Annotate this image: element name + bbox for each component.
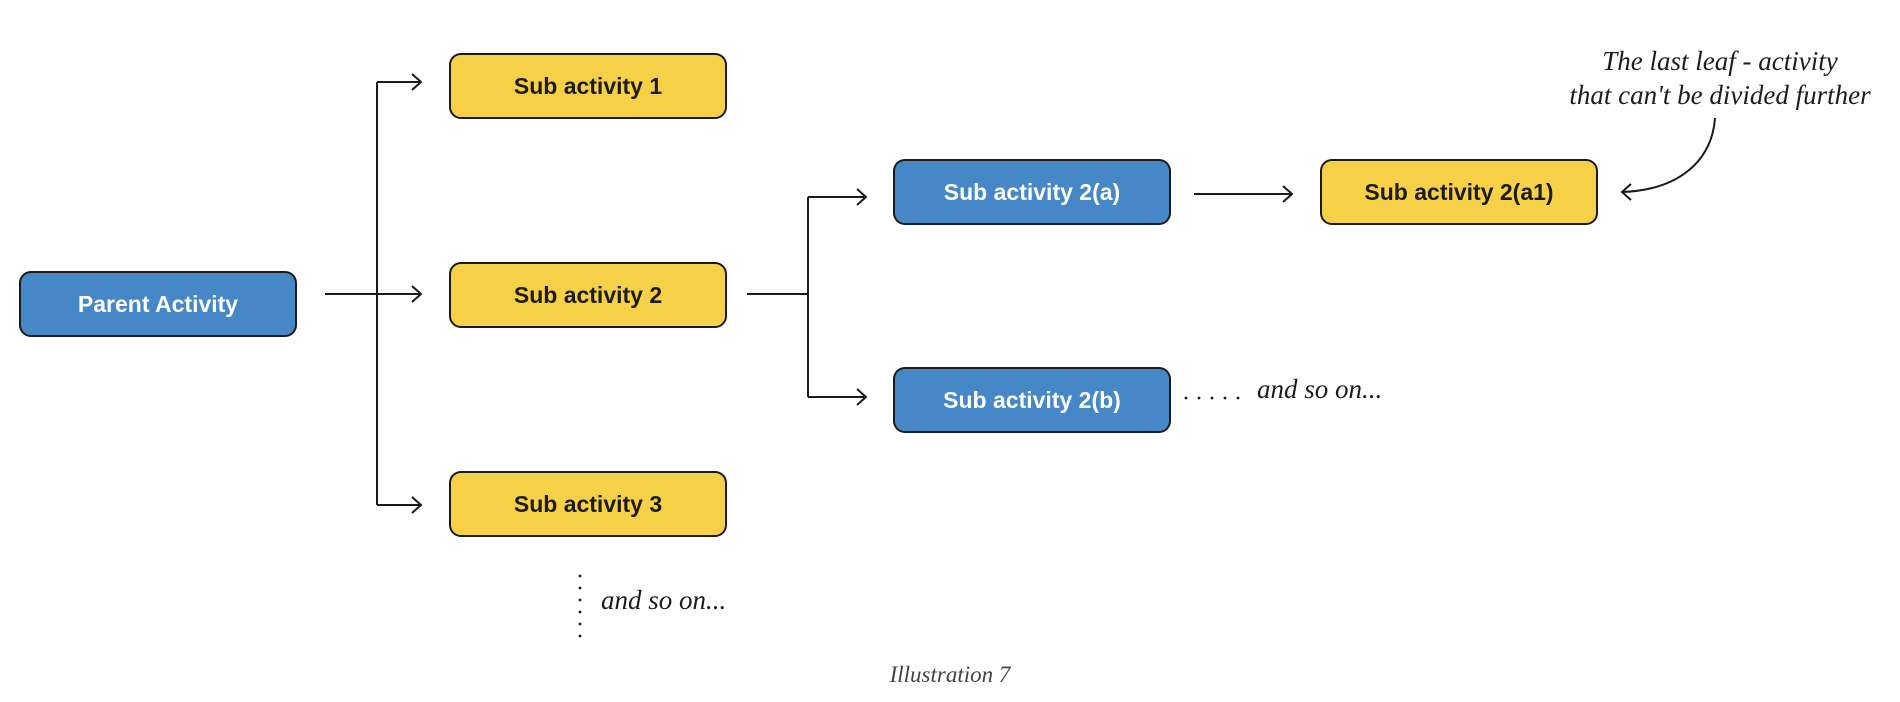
arrowhead-sub1 <box>411 73 423 91</box>
leaf-note-curved-arrow <box>1621 117 1716 193</box>
node-label: Sub activity 3 <box>513 490 663 517</box>
node-sub-activity-2a: Sub activity 2(a) <box>893 159 1171 225</box>
and-so-on-vertical-label: and so on... <box>601 585 727 615</box>
dotted-vertical-continuation <box>578 574 582 638</box>
node-sub-activity-2: Sub activity 2 <box>449 262 727 328</box>
arrowhead-sub2a1 <box>1282 185 1294 203</box>
leaf-annotation-line-1: The last leaf - activity <box>1602 46 1838 76</box>
node-sub-activity-1: Sub activity 1 <box>449 53 727 119</box>
node-parent-activity: Parent Activity <box>19 271 297 337</box>
arrowhead-sub3 <box>411 496 423 514</box>
node-label: Sub activity 2 <box>513 281 663 308</box>
arrowhead-sub2 <box>411 285 423 303</box>
node-label: Sub activity 1 <box>513 72 663 99</box>
leaf-annotation-line-2: that can't be divided further <box>1569 80 1871 110</box>
arrowhead-sub2b <box>856 388 868 406</box>
node-label: Sub activity 2(b) <box>943 386 1121 413</box>
dotted-horizontal-continuation <box>1184 396 1240 400</box>
leaf-annotation: The last leaf - activity that can't be d… <box>1545 44 1895 112</box>
node-label: Sub activity 2(a) <box>943 178 1121 205</box>
node-sub-activity-2b: Sub activity 2(b) <box>893 367 1171 433</box>
node-sub-activity-2a1: Sub activity 2(a1) <box>1320 159 1598 225</box>
node-label: Parent Activity <box>77 290 239 317</box>
leaf-note-arrowhead <box>1620 183 1632 201</box>
node-label: Sub activity 2(a1) <box>1364 178 1554 205</box>
arrowhead-sub2a <box>856 188 868 206</box>
figure-caption: Illustration 7 <box>889 662 1011 687</box>
and-so-on-horizontal-label: and so on... <box>1257 374 1383 404</box>
node-sub-activity-3: Sub activity 3 <box>449 471 727 537</box>
